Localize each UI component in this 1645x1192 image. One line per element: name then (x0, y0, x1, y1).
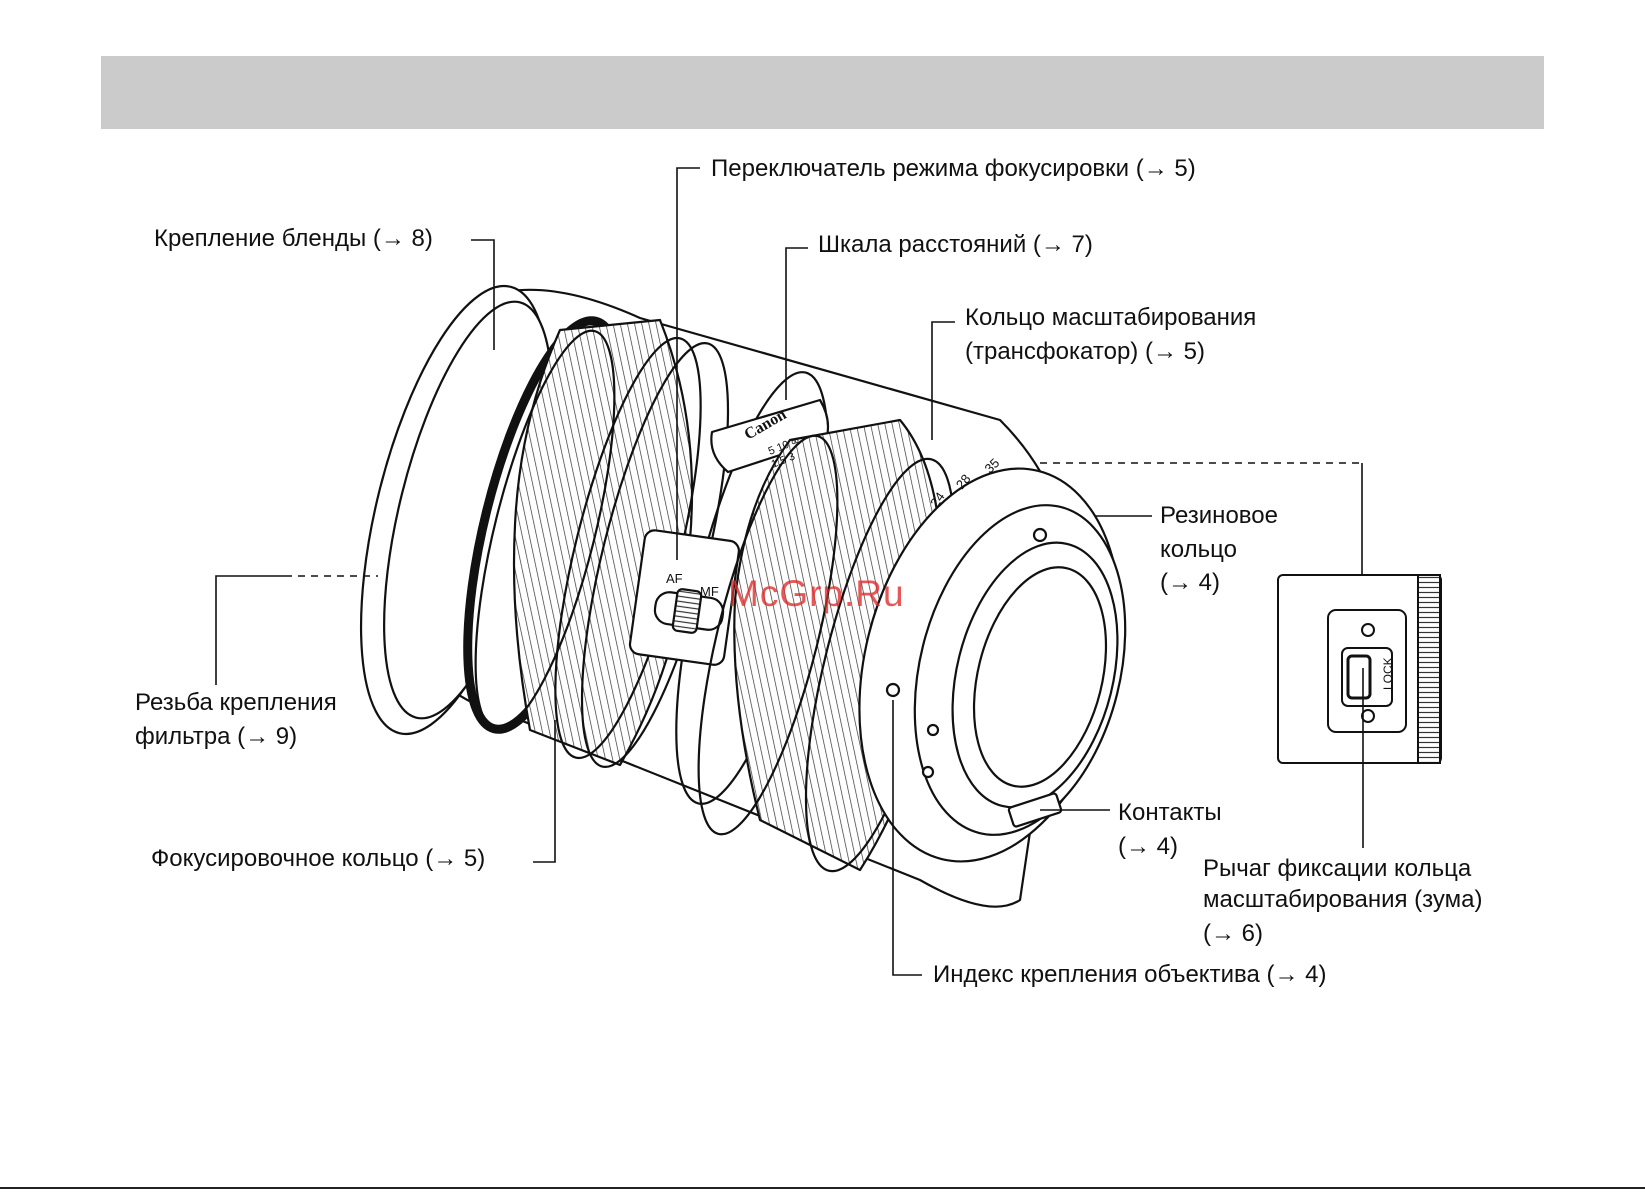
mount-screw-3 (921, 765, 935, 779)
label-mount-index: Индекс крепления объектива (→ 4) (933, 961, 1327, 988)
focus-ring-edge-front (474, 329, 616, 731)
leader-focus-mode-switch (676, 167, 700, 560)
switch-knob (671, 588, 703, 634)
rear-element-inner (972, 566, 1108, 788)
lock-marking: LOCK (1381, 657, 1395, 690)
mount-screw (1032, 527, 1048, 543)
inset-screw-bottom (1361, 709, 1375, 723)
switch-af-marking: AF (666, 571, 683, 586)
zoom-ring-edge-front (697, 434, 839, 836)
label-zoom-lock-1: Рычаг фиксации кольца (1203, 855, 1472, 882)
leader-mount-index (892, 700, 922, 976)
leader-focus-ring (533, 720, 556, 863)
label-zoom-ring-2: (трансфокатор) (→ 5) (965, 338, 1205, 365)
label-focus-ring: Фокусировочное кольцо (→ 5) (151, 845, 486, 872)
rear-element (951, 541, 1119, 809)
label-contacts-1: Контакты (1118, 799, 1222, 826)
label-hood-mount: Крепление бленды (→ 8) (154, 225, 433, 252)
leader-lines (215, 167, 1364, 976)
header-band (101, 56, 1544, 129)
zoom-lock-inset (1277, 574, 1442, 764)
label-contacts-2: (→ 4) (1118, 833, 1178, 860)
mount-index-dot (885, 682, 901, 698)
label-focus-mode-switch: Переключатель режима фокусировки (→ 5) (711, 155, 1196, 182)
switch-mf-marking: MF (700, 584, 719, 599)
label-distance-scale: Шкала расстояний (→ 7) (818, 231, 1093, 258)
inset-lock-tab (1346, 654, 1372, 700)
leader-zoom-ring (931, 321, 955, 440)
leader-filter-thread (215, 575, 285, 685)
label-zoom-ring-1: Кольцо масштабирования (965, 304, 1257, 331)
mount-screw-2 (926, 723, 940, 737)
label-filter-thread-1: Резьба крепления (135, 689, 337, 716)
lens-body (359, 284, 1127, 908)
leader-hood-mount (471, 239, 495, 350)
leader-distance-scale (785, 247, 808, 400)
label-filter-thread-2: фильтра (→ 9) (135, 723, 298, 750)
inset-knurl-strip (1417, 574, 1441, 764)
watermark: McGrp.Ru (728, 573, 905, 614)
label-rubber-ring-2: кольцо (1160, 536, 1237, 563)
focal-24-marking: 24 (927, 489, 948, 509)
label-rubber-ring-3: (→ 4) (1160, 569, 1220, 596)
bottom-rule (0, 1187, 1645, 1189)
contacts-block (1007, 792, 1063, 828)
label-rubber-ring-1: Резиновое (1160, 502, 1278, 529)
label-zoom-lock-3: (→ 6) (1203, 920, 1263, 947)
inset-screw-top (1361, 623, 1375, 637)
label-zoom-lock-2: масштабирования (зума) (1203, 886, 1483, 913)
